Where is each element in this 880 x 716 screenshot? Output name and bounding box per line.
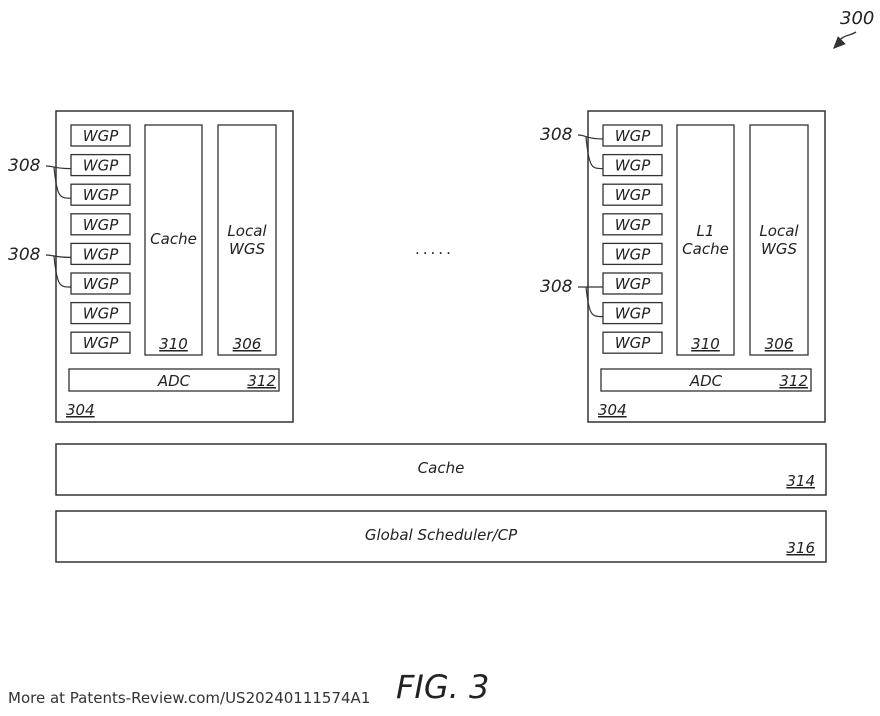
local-cache-ref: 310 bbox=[159, 335, 188, 353]
wgp-group-callout: 308 bbox=[8, 245, 41, 265]
wgp-label: WGP bbox=[615, 305, 651, 323]
wgp-label: WGP bbox=[615, 245, 651, 263]
wgp-group-callout: 308 bbox=[540, 125, 573, 145]
wgp-box bbox=[70, 213, 131, 236]
wgp-box bbox=[70, 301, 131, 325]
figure-number-arrow bbox=[833, 31, 857, 49]
wgp-box bbox=[70, 124, 131, 147]
wgp-box bbox=[602, 183, 663, 206]
global-scheduler-label: Global Scheduler/CP bbox=[365, 526, 518, 544]
wgp-label: WGP bbox=[83, 334, 119, 352]
compute-block-ref: 304 bbox=[598, 401, 627, 419]
wgp-box bbox=[602, 242, 663, 266]
source-note: More at Patents-Review.com/US20240111574… bbox=[8, 689, 370, 707]
callout-leader-line bbox=[577, 134, 604, 170]
local-wgs-box bbox=[217, 124, 277, 356]
wgp-group-callout: 308 bbox=[540, 277, 573, 297]
shared-cache: Cache 314 bbox=[55, 443, 827, 496]
wgp-box bbox=[602, 301, 663, 325]
local-cache-label-line: Cache bbox=[150, 230, 197, 248]
wgp-label: WGP bbox=[83, 305, 119, 323]
compute-block-1: WGP WGP WGP WGP WGP WGP WGP WGP Cache 310 LocalWGS… bbox=[8, 110, 294, 423]
wgp-label: WGP bbox=[83, 127, 119, 145]
wgp-label: WGP bbox=[83, 157, 119, 175]
ellipsis: ..... bbox=[415, 240, 454, 258]
adc-box bbox=[68, 368, 280, 392]
figure-number: 300 bbox=[840, 8, 874, 29]
local-wgs-box bbox=[749, 124, 809, 356]
adc-box bbox=[600, 368, 812, 392]
wgp-label: WGP bbox=[615, 127, 651, 145]
callout-leader-line bbox=[45, 165, 72, 199]
wgp-box bbox=[602, 213, 663, 236]
global-scheduler-ref: 316 bbox=[786, 539, 815, 557]
wgp-box bbox=[70, 272, 131, 295]
figure-caption: FIG. 3 bbox=[396, 668, 489, 706]
shared-cache-ref: 314 bbox=[786, 472, 815, 490]
shared-cache-box bbox=[55, 443, 827, 496]
compute-block-ref: 304 bbox=[66, 401, 95, 419]
wgp-label: WGP bbox=[83, 186, 119, 204]
wgp-box bbox=[70, 242, 131, 266]
local-cache-box bbox=[676, 124, 735, 356]
local-cache-ref: 310 bbox=[691, 335, 720, 353]
adc-ref: 312 bbox=[247, 372, 276, 390]
wgp-label: WGP bbox=[615, 186, 651, 204]
wgp-box bbox=[602, 124, 663, 147]
shared-cache-label: Cache bbox=[418, 459, 465, 477]
local-wgs-label-line: Local bbox=[759, 222, 799, 240]
local-cache-box bbox=[144, 124, 203, 356]
wgp-box bbox=[602, 272, 663, 295]
adc-label: ADC bbox=[157, 372, 191, 390]
wgp-label: WGP bbox=[83, 275, 119, 293]
wgp-label: WGP bbox=[615, 157, 651, 175]
wgp-box bbox=[70, 331, 131, 354]
callout-leader-line bbox=[45, 254, 72, 288]
wgp-box bbox=[70, 153, 131, 177]
wgp-box bbox=[70, 183, 131, 206]
callout-leader-line bbox=[578, 286, 604, 318]
adc-ref: 312 bbox=[779, 372, 808, 390]
global-scheduler: Global Scheduler/CP 316 bbox=[55, 510, 827, 563]
wgp-box bbox=[602, 331, 663, 354]
local-wgs-label-line: Local bbox=[227, 222, 267, 240]
wgp-label: WGP bbox=[83, 216, 119, 234]
wgp-group-callout: 308 bbox=[8, 156, 41, 176]
local-cache-label-line: L1 bbox=[697, 222, 715, 240]
wgp-label: WGP bbox=[615, 275, 651, 293]
local-wgs-label-line: WGS bbox=[229, 240, 265, 258]
global-scheduler-box bbox=[55, 510, 827, 563]
wgp-label: WGP bbox=[83, 245, 119, 263]
compute-blocks: WGPWGPWGPWGPWGPWGPWGPWGPCache310LocalWGS… bbox=[8, 110, 826, 423]
local-wgs-ref: 306 bbox=[765, 335, 794, 353]
wgp-label: WGP bbox=[615, 216, 651, 234]
wgp-box bbox=[602, 153, 663, 177]
local-wgs-ref: 306 bbox=[233, 335, 262, 353]
adc-label: ADC bbox=[689, 372, 723, 390]
wgp-label: WGP bbox=[615, 334, 651, 352]
local-wgs-label-line: WGS bbox=[761, 240, 797, 258]
local-cache-label-line: Cache bbox=[682, 240, 729, 258]
